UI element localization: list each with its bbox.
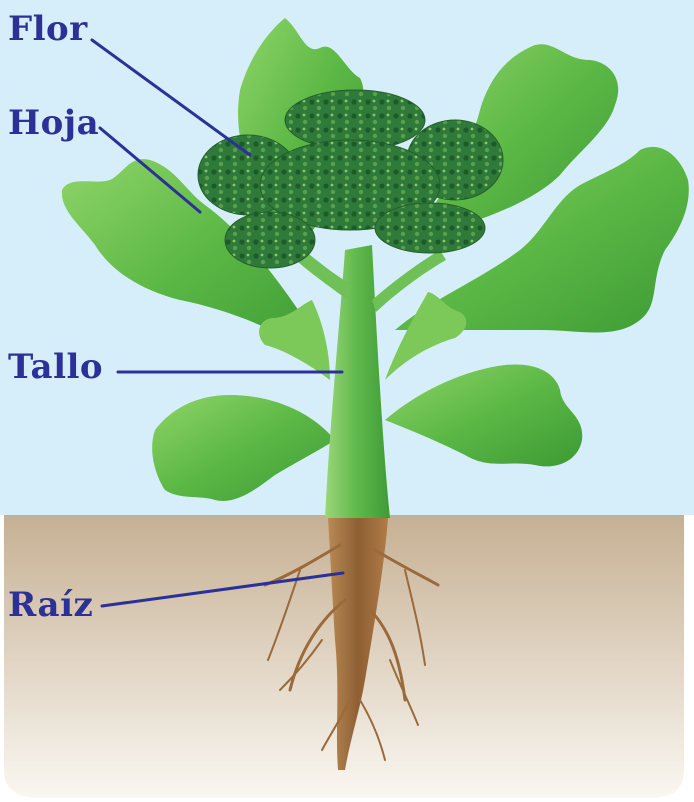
label-hoja: Hoja	[8, 106, 99, 140]
label-raiz: Raíz	[8, 588, 93, 622]
label-tallo: Tallo	[8, 350, 103, 384]
flower-cluster-bottom-right	[375, 203, 485, 253]
flower-cluster-bottom-left	[225, 212, 315, 268]
label-flor: Flor	[8, 12, 88, 46]
